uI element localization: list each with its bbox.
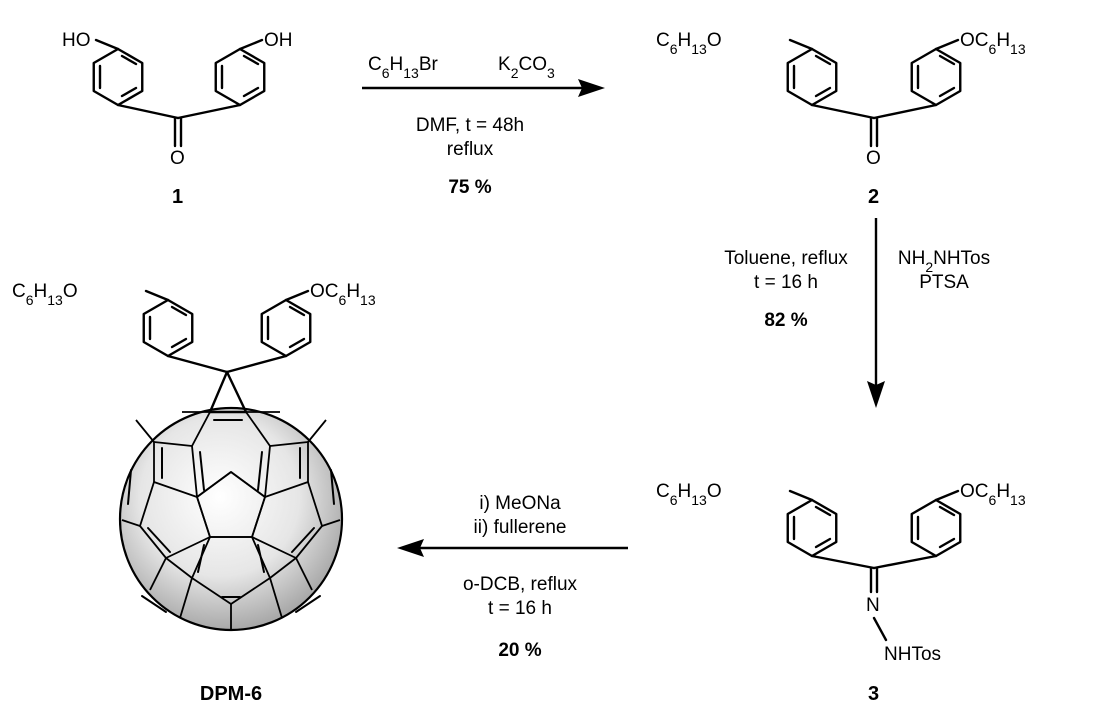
step-3-fullerene: ii) fullerene bbox=[474, 517, 567, 538]
carbonyl-oxygen: O bbox=[866, 148, 881, 169]
compound-dpm-6-label: DPM-6 bbox=[200, 683, 262, 705]
step-3-solvent: o-DCB, reflux bbox=[463, 574, 578, 595]
step-1-yield: 75 % bbox=[448, 177, 491, 198]
hydroxyl-left: HO bbox=[62, 30, 91, 51]
compound-2-label: 2 bbox=[868, 186, 879, 208]
hexyloxy-left: C6H13O bbox=[656, 30, 722, 57]
step-2-yield: 82 % bbox=[764, 310, 807, 331]
compound-dpm-6: C6H13O OC6H13 bbox=[12, 281, 376, 705]
ring-left bbox=[92, 47, 144, 107]
compound-1-label: 1 bbox=[172, 186, 183, 208]
step-1: C6H13Br K2CO3 DMF, t = 48h reflux 75 % bbox=[362, 54, 605, 198]
fullerene-cage bbox=[118, 370, 344, 632]
step-3-base: i) MeONa bbox=[479, 493, 561, 514]
compound-1: HO OH O 1 bbox=[62, 30, 293, 208]
carbonyl-oxygen: O bbox=[170, 148, 185, 169]
tosylamino-group: NHTos bbox=[884, 644, 941, 665]
ring-right bbox=[214, 47, 266, 107]
step-1-solvent: DMF, t = 48h bbox=[416, 115, 524, 136]
imine-nitrogen: N bbox=[866, 595, 880, 616]
step-2-time: t = 16 h bbox=[754, 272, 818, 293]
hexyloxy-left: C6H13O bbox=[12, 281, 78, 308]
compound-2: C6H13O OC6H13 O 2 bbox=[656, 30, 1026, 208]
compound-3: C6H13O OC6H13 N NHTos 3 bbox=[656, 481, 1026, 705]
step-3-time: t = 16 h bbox=[488, 598, 552, 619]
reagent-hexyl-bromide: C6H13Br bbox=[368, 54, 439, 81]
step-3-yield: 20 % bbox=[498, 640, 541, 661]
compound-3-label: 3 bbox=[868, 683, 879, 705]
hydroxyl-right: OH bbox=[264, 30, 293, 51]
hexyloxy-left: C6H13O bbox=[656, 481, 722, 508]
hexyloxy-right: OC6H13 bbox=[310, 281, 376, 308]
reagent-tosylhydrazide: NH2NHTos bbox=[898, 248, 990, 275]
reagent-ptsa: PTSA bbox=[919, 272, 969, 293]
step-3: i) MeONa ii) fullerene o-DCB, reflux t =… bbox=[397, 493, 628, 661]
hexyloxy-right: OC6H13 bbox=[960, 481, 1026, 508]
reagent-potassium-carbonate: K2CO3 bbox=[498, 54, 555, 81]
step-2-solvent: Toluene, reflux bbox=[724, 248, 848, 269]
step-2: Toluene, reflux t = 16 h 82 % NH2NHTos P… bbox=[724, 218, 990, 408]
step-1-condition: reflux bbox=[447, 139, 494, 160]
hexyloxy-right: OC6H13 bbox=[960, 30, 1026, 57]
